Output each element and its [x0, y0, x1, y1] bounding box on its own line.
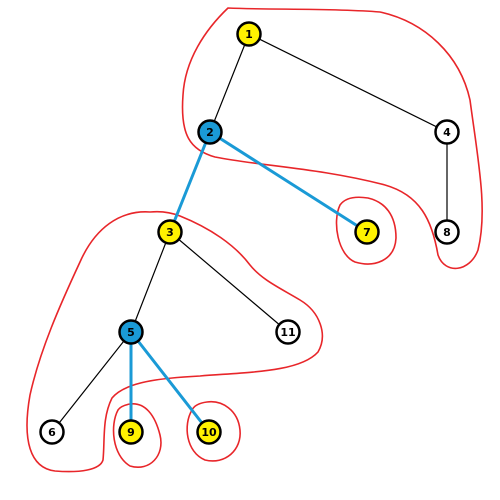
node-11: 11 — [275, 319, 301, 345]
node-9-circle — [118, 419, 144, 445]
regions-layer — [26, 7, 483, 473]
region-3-5-6-11-outline — [26, 210, 324, 473]
edge-5-10 — [129, 330, 211, 434]
edge-2-3 — [168, 130, 212, 234]
edge-2-7 — [208, 130, 369, 234]
node-8-label: 8 — [443, 226, 451, 239]
node-4: 4 — [434, 119, 460, 145]
edges-layer — [51, 33, 448, 434]
region-9-outline — [112, 403, 162, 468]
node-11-label: 11 — [280, 326, 295, 339]
node-4-label: 4 — [443, 126, 451, 139]
edge-3-5 — [130, 231, 171, 333]
region-1-2-4-8-outline — [181, 7, 483, 270]
node-5-circle — [118, 319, 144, 345]
node-5: 5 — [118, 319, 144, 345]
node-10-label: 10 — [201, 426, 217, 439]
node-7-label: 7 — [363, 226, 371, 239]
node-4-circle — [434, 119, 460, 145]
node-9: 9 — [118, 419, 144, 445]
node-2-circle — [197, 119, 223, 145]
node-6: 6 — [39, 419, 65, 445]
node-11-circle — [275, 319, 301, 345]
node-1-circle — [236, 21, 262, 47]
node-3-circle — [157, 219, 183, 245]
node-6-circle — [39, 419, 65, 445]
node-2: 2 — [197, 119, 223, 145]
node-10-circle — [196, 419, 222, 445]
region-7-outline — [335, 196, 397, 265]
node-8-circle — [434, 219, 460, 245]
node-10: 10 — [196, 419, 222, 445]
node-5-label: 5 — [127, 326, 135, 339]
edge-3-11 — [169, 231, 289, 333]
node-9-label: 9 — [127, 426, 135, 439]
node-6-label: 6 — [48, 426, 56, 439]
edge-1-4 — [248, 33, 448, 133]
node-3-label: 3 — [166, 226, 174, 239]
nodes-layer: 1 2 3 4 5 6 7 8 9 10 11 — [39, 21, 460, 445]
edge-1-2 — [209, 33, 250, 133]
node-2-label: 2 — [206, 126, 214, 139]
edge-5-6 — [51, 331, 132, 433]
node-7-circle — [354, 219, 380, 245]
region-10-outline — [186, 401, 241, 462]
node-7: 7 — [354, 219, 380, 245]
node-1: 1 — [236, 21, 262, 47]
node-8: 8 — [434, 219, 460, 245]
node-3: 3 — [157, 219, 183, 245]
node-1-label: 1 — [245, 28, 253, 41]
